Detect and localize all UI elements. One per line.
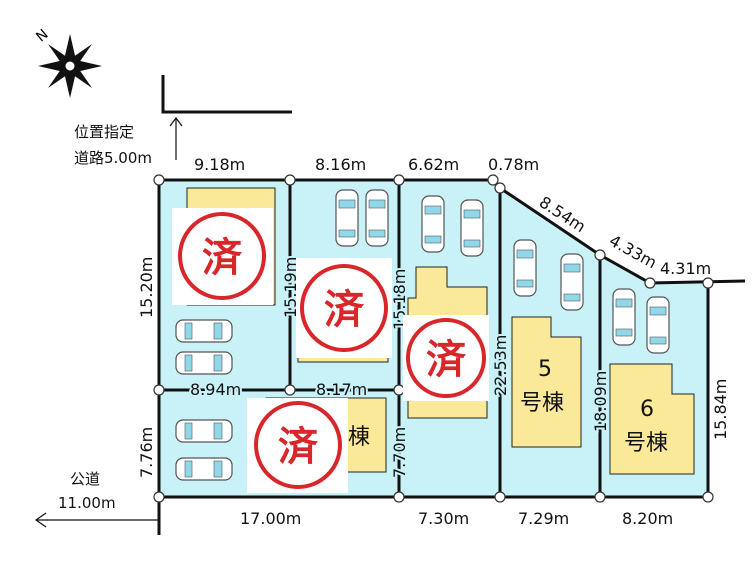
building-5 — [511, 316, 582, 448]
dim-top-3: 6.62m — [408, 155, 459, 174]
dim-top-1: 9.18m — [194, 155, 245, 174]
svg-text:済: 済 — [278, 424, 319, 470]
dim-mid-1: 8.94m — [190, 380, 241, 399]
svg-text:済: 済 — [202, 235, 243, 281]
car-icon — [421, 195, 445, 253]
left-road-label-1: 公道 — [70, 470, 100, 488]
dim-bottom-2: 7.30m — [418, 509, 469, 528]
dim-vert-8: 7.70m — [390, 427, 409, 478]
dim-bottom-1: 17.00m — [240, 509, 301, 528]
car-icon — [175, 351, 233, 375]
building-5-number: 5 — [538, 357, 552, 382]
sold-stamp-lot-2: 済 — [296, 258, 392, 358]
dim-mid-2: 8.17m — [316, 380, 367, 399]
sold-stamp-lot-1: 済 — [172, 208, 273, 305]
dim-vert-5: 18.09m — [591, 371, 610, 432]
sold-stamps: 済 済 済 済 — [172, 208, 489, 493]
building-6 — [609, 363, 695, 475]
dim-vert-4: 22.53m — [491, 335, 510, 396]
building-6-suffix: 号棟 — [624, 431, 668, 456]
car-icon — [175, 457, 233, 481]
road-markings — [34, 75, 292, 528]
svg-text:済: 済 — [426, 337, 467, 383]
building-6-number: 6 — [640, 397, 654, 422]
car-icon — [460, 199, 484, 257]
dim-vert-6: 15.84m — [711, 379, 730, 440]
car-icon — [175, 319, 233, 343]
car-icon — [560, 253, 584, 311]
compass-icon: N — [33, 26, 102, 98]
car-icon — [646, 296, 670, 354]
building-5-suffix: 号棟 — [520, 391, 564, 416]
dim-vert-1: 15.20m — [137, 257, 156, 318]
top-road-label-1: 位置指定 — [74, 123, 134, 141]
car-icon — [335, 189, 359, 247]
dim-top-7: 4.31m — [660, 259, 711, 278]
dim-vert-7: 7.76m — [137, 427, 156, 478]
dim-bottom-3: 7.29m — [518, 509, 569, 528]
car-icon — [513, 239, 537, 297]
car-icon — [175, 419, 233, 443]
car-icon — [365, 189, 389, 247]
building-4-partial-label: 棟 — [348, 425, 370, 450]
dim-top-4: 0.78m — [488, 155, 539, 174]
boundary-markers — [153, 174, 714, 503]
cars — [175, 189, 670, 481]
car-icon — [612, 288, 636, 346]
dim-top-2: 8.16m — [315, 155, 366, 174]
left-road-label-2: 11.00m — [58, 494, 116, 512]
svg-text:済: 済 — [324, 287, 365, 333]
compass-north-label: N — [33, 26, 51, 45]
top-road-label-2: 道路5.00m — [74, 149, 152, 167]
sold-stamp-lot-4: 済 — [247, 398, 348, 493]
dim-bottom-4: 8.20m — [622, 509, 673, 528]
sold-stamp-lot-3: 済 — [403, 315, 489, 401]
